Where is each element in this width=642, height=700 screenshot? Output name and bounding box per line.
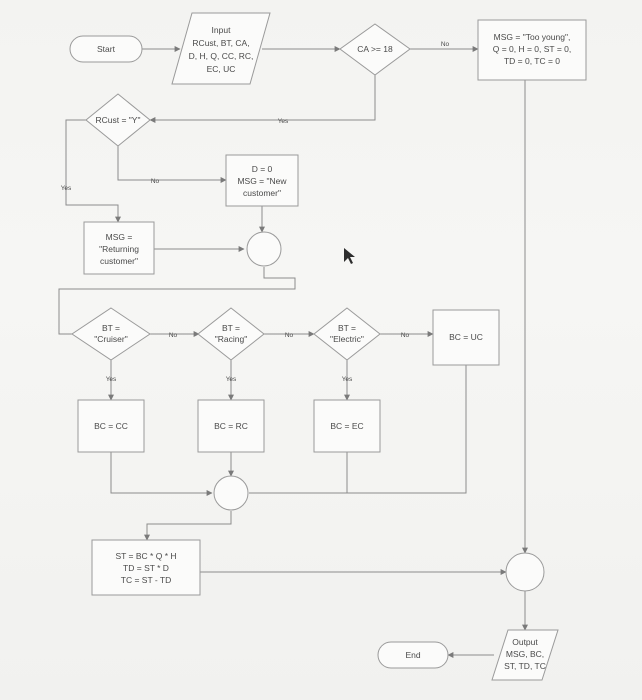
- label-racing-no: No: [285, 332, 294, 339]
- arrow-ca-check-yes: [149, 75, 376, 123]
- ca-check-diamond: CA >= 18: [339, 23, 411, 76]
- arrow-rcust-yes: [65, 119, 121, 223]
- too-young-line-1: MSG = "Too young",: [494, 32, 571, 42]
- rcust-check-diamond: RCust = "Y": [85, 93, 151, 147]
- bc-uc-node: BC = UC: [432, 309, 500, 366]
- calc-node: ST = BC * Q * H TD = ST * D TC = ST - TD: [91, 539, 201, 596]
- bt-racing-line-1: BT =: [222, 323, 240, 333]
- bc-ec-node: BC = EC: [313, 399, 381, 453]
- mouse-cursor-icon: [344, 248, 355, 264]
- edge-labels: No Yes No Yes No No No Yes Yes Yes: [61, 41, 450, 383]
- bc-cc-node: BC = CC: [77, 399, 145, 453]
- start-node: Start: [69, 35, 143, 63]
- new-customer-node: D = 0 MSG = "New customer": [225, 154, 299, 207]
- start-label: Start: [97, 44, 116, 54]
- label-racing-yes: Yes: [226, 376, 237, 383]
- merge-connector-1: [246, 231, 282, 267]
- calc-line-1: ST = BC * Q * H: [115, 551, 176, 561]
- label-cruiser-no: No: [169, 332, 178, 339]
- label-ca-no: No: [441, 41, 450, 48]
- new-customer-line-1: D = 0: [252, 164, 273, 174]
- input-node: Input RCust, BT, CA, D, H, Q, CC, RC, EC…: [171, 12, 271, 85]
- too-young-line-3: TD = 0, TC = 0: [504, 56, 560, 66]
- returning-line-2: "Returning: [99, 244, 139, 254]
- new-customer-line-2: MSG = "New: [237, 176, 287, 186]
- arrow-merge1-to-cruiser: [58, 267, 296, 337]
- ca-check-label: CA >= 18: [357, 44, 393, 54]
- input-line-4: EC, UC: [207, 64, 236, 74]
- bt-cruiser-line-2: "Cruiser": [94, 334, 127, 344]
- bt-cruiser-line-1: BT =: [102, 323, 120, 333]
- bc-rc-label: BC = RC: [214, 421, 248, 431]
- bc-uc-label: BC = UC: [449, 332, 483, 342]
- label-electric-yes: Yes: [342, 376, 353, 383]
- arrow-bc-ec-to-merge2: [249, 452, 348, 494]
- returning-line-3: customer": [100, 256, 138, 266]
- connectors: [58, 46, 528, 658]
- new-customer-line-3: customer": [243, 188, 281, 198]
- label-rcust-no: No: [151, 178, 160, 185]
- label-ca-yes: Yes: [278, 118, 289, 125]
- label-electric-no: No: [401, 332, 410, 339]
- bc-cc-label: BC = CC: [94, 421, 128, 431]
- arrow-bc-uc-to-merge2: [347, 365, 467, 494]
- bt-cruiser-diamond: BT = "Cruiser": [71, 307, 151, 361]
- label-cruiser-yes: Yes: [106, 376, 117, 383]
- output-node: Output MSG, BC, ST, TD, TC: [491, 629, 559, 681]
- label-rcust-yes: Yes: [61, 185, 72, 192]
- bt-electric-line-1: BT =: [338, 323, 356, 333]
- returning-line-1: MSG =: [106, 232, 133, 242]
- input-line-1: Input: [212, 25, 232, 35]
- bt-electric-line-2: "Electric": [330, 334, 364, 344]
- bt-electric-diamond: BT = "Electric": [313, 307, 381, 361]
- output-line-1: Output: [512, 637, 538, 647]
- bt-racing-diamond: BT = "Racing": [197, 307, 265, 361]
- calc-line-2: TD = ST * D: [123, 563, 169, 573]
- input-line-2: RCust, BT, CA,: [192, 38, 249, 48]
- calc-line-3: TC = ST - TD: [121, 575, 171, 585]
- bc-rc-node: BC = RC: [197, 399, 265, 453]
- arrow-rcust-no: [117, 146, 227, 183]
- end-node: End: [377, 641, 449, 669]
- output-line-3: ST, TD, TC: [504, 661, 546, 671]
- bt-racing-line-2: "Racing": [215, 334, 248, 344]
- too-young-line-2: Q = 0, H = 0, ST = 0,: [493, 44, 572, 54]
- returning-customer-node: MSG = "Returning customer": [83, 221, 155, 275]
- merge-connector-2: [213, 475, 249, 511]
- output-line-2: MSG, BC,: [506, 649, 544, 659]
- input-line-3: D, H, Q, CC, RC,: [189, 51, 254, 61]
- arrow-merge2-to-calc: [144, 511, 232, 541]
- rcust-check-label: RCust = "Y": [95, 115, 140, 125]
- arrow-bc-cc-to-merge2: [110, 452, 213, 496]
- bc-ec-label: BC = EC: [330, 421, 363, 431]
- end-label: End: [405, 650, 420, 660]
- too-young-node: MSG = "Too young", Q = 0, H = 0, ST = 0,…: [477, 19, 587, 81]
- merge-connector-3: [505, 552, 545, 592]
